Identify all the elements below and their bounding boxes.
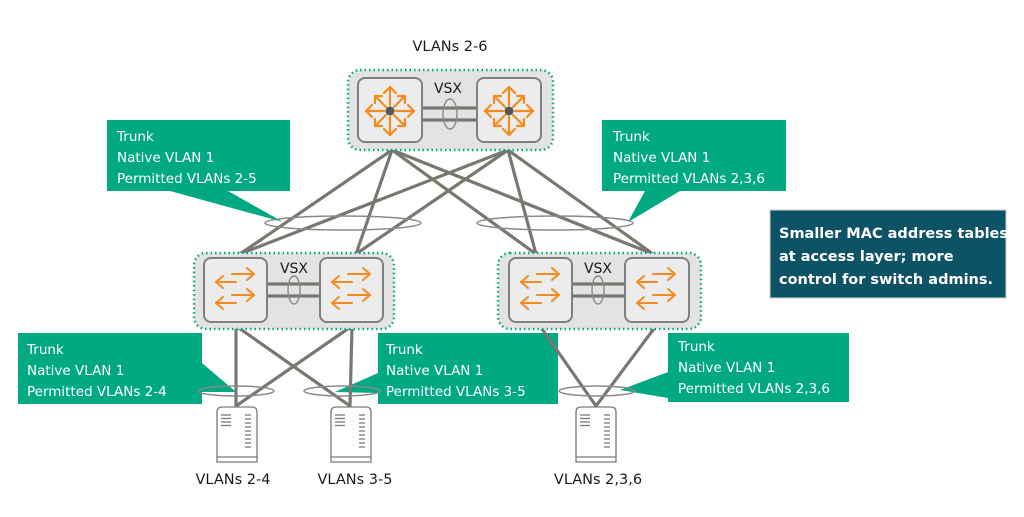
callout-line: Permitted VLANs 2,3,6 — [678, 381, 830, 397]
callout-line: Permitted VLANs 3-5 — [386, 384, 526, 400]
server-1-vlans-label: VLANs 2-4 — [196, 472, 271, 488]
core-vsx-group: VLANs 2-6 VSX — [346, 39, 555, 152]
callout-core-right — [602, 120, 786, 222]
callout-line: Trunk — [26, 342, 64, 358]
note-line: at access layer; more — [779, 249, 954, 265]
server-3[interactable]: VLANs 2,3,6 — [554, 406, 642, 488]
lag-ring-left — [264, 215, 422, 231]
callout-line: Native VLAN 1 — [117, 150, 214, 166]
callout-line: Permitted VLANs 2-5 — [117, 171, 257, 187]
callout-right-server3 — [620, 333, 849, 402]
core-vsx-label: VSX — [434, 81, 462, 97]
link-core2-accR1 — [506, 148, 538, 256]
callout-line: Trunk — [116, 129, 154, 145]
callout-line: Native VLAN 1 — [613, 150, 710, 166]
server-icon — [330, 406, 372, 463]
callout-line: Permitted VLANs 2,3,6 — [613, 171, 765, 187]
server-2[interactable]: VLANs 3-5 — [318, 406, 393, 488]
server-2-vlans-label: VLANs 3-5 — [318, 472, 393, 488]
callout-core-left-text: Trunk Native VLAN 1 Permitted VLANs 2-5 — [116, 129, 257, 187]
server-3-vlans-label: VLANs 2,3,6 — [554, 472, 642, 488]
callout-line: Native VLAN 1 — [678, 360, 775, 376]
isl-lag-ring — [287, 275, 301, 305]
access-right-switch-2[interactable] — [624, 257, 690, 323]
core-switch-1[interactable] — [357, 77, 423, 143]
callout-left-server2-text: Trunk Native VLAN 1 Permitted VLANs 3-5 — [385, 342, 526, 400]
access-left-switch-2[interactable] — [319, 257, 384, 323]
note-box: Smaller MAC address tables at access lay… — [769, 209, 1008, 299]
callout-right-server3-text: Trunk Native VLAN 1 Permitted VLANs 2,3,… — [677, 339, 830, 397]
lag-ring-server1 — [197, 385, 275, 397]
callout-left-server1 — [18, 333, 236, 404]
lag-ring-server3 — [558, 385, 636, 397]
note-line: Smaller MAC address tables — [779, 226, 1008, 242]
core-vlans-label: VLANs 2-6 — [413, 39, 488, 55]
lag-ring-right — [476, 215, 634, 231]
lag-ring-server2 — [303, 385, 381, 397]
access-left-switch-1[interactable] — [203, 257, 268, 323]
server-1[interactable]: VLANs 2-4 — [196, 406, 271, 488]
isl-lag-ring — [442, 98, 458, 130]
callout-core-right-text: Trunk Native VLAN 1 Permitted VLANs 2,3,… — [612, 129, 765, 187]
core-switch-2[interactable] — [476, 77, 542, 143]
downlinks — [234, 324, 658, 408]
server-icon — [216, 406, 258, 463]
callout-left-server1-text: Trunk Native VLAN 1 Permitted VLANs 2-4 — [26, 342, 167, 400]
callout-left-server2 — [335, 333, 558, 404]
server-icon — [575, 406, 617, 463]
access-right-switch-1[interactable] — [508, 257, 573, 323]
note-line: control for switch admins. — [779, 272, 993, 288]
access-right-vsx-label: VSX — [584, 261, 612, 277]
callout-line: Permitted VLANs 2-4 — [27, 384, 167, 400]
link-core2-accL1 — [238, 148, 510, 256]
callout-line: Native VLAN 1 — [27, 363, 124, 379]
access-left-vsx-group: VSX — [192, 251, 396, 331]
uplinks — [238, 148, 655, 256]
callout-core-left — [107, 120, 290, 222]
link-core2-accR2 — [506, 148, 655, 256]
isl-lag-ring — [591, 275, 605, 305]
callout-line: Trunk — [612, 129, 650, 145]
access-left-vsx-label: VSX — [280, 261, 308, 277]
access-right-vsx-group: VSX — [496, 251, 703, 331]
callout-line: Native VLAN 1 — [386, 363, 483, 379]
link-core2-accL2 — [354, 148, 510, 256]
callout-line: Trunk — [677, 339, 715, 355]
note-background — [769, 209, 1007, 299]
link-core1-accL1 — [238, 148, 394, 256]
callout-line: Trunk — [385, 342, 423, 358]
link-core1-accR1 — [390, 148, 538, 256]
